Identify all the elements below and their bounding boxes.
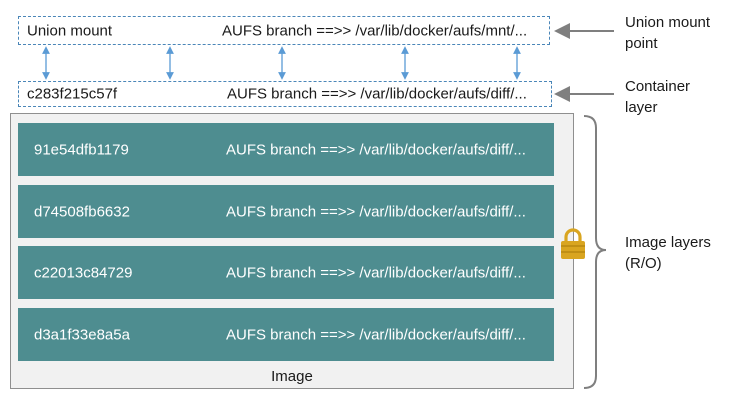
image-layer-branch: AUFS branch ==>> /var/lib/docker/aufs/di… (226, 141, 526, 158)
image-layer: 91e54dfb1179 AUFS branch ==>> /var/lib/d… (18, 123, 554, 176)
label-line: Union mount (625, 14, 711, 31)
union-mount-branch: AUFS branch ==>> /var/lib/docker/aufs/mn… (222, 22, 528, 39)
label-line: layer (625, 99, 658, 116)
image-layer: d3a1f33e8a5a AUFS branch ==>> /var/lib/d… (18, 308, 554, 361)
lock-icon (561, 228, 585, 259)
image-layer-id: c22013c84729 (34, 264, 133, 281)
image-layer-id: d3a1f33e8a5a (34, 326, 130, 343)
union-mount-box: Union mount AUFS branch ==>> /var/lib/do… (18, 16, 550, 45)
container-layer-box: c283f215c57f AUFS branch ==>> /var/lib/d… (18, 81, 552, 107)
label-line: Container (625, 78, 691, 95)
image-layer: c22013c84729 AUFS branch ==>> /var/lib/d… (18, 246, 554, 299)
union-mount-name: Union mount (27, 22, 113, 39)
label-image-layers: Image layers (R/O) (625, 232, 711, 274)
label-union-mount-point: Union mount point (625, 12, 710, 54)
label-line: Image layers (625, 234, 711, 251)
container-layer-branch: AUFS branch ==>> /var/lib/docker/aufs/di… (227, 85, 527, 103)
label-container-layer: Container layer (625, 76, 690, 118)
label-line: (R/O) (625, 255, 662, 272)
image-group: 91e54dfb1179 AUFS branch ==>> /var/lib/d… (10, 113, 574, 389)
image-layer-branch: AUFS branch ==>> /var/lib/docker/aufs/di… (226, 264, 526, 281)
image-layer-id: d74508fb6632 (34, 203, 130, 220)
image-layer: d74508fb6632 AUFS branch ==>> /var/lib/d… (18, 185, 554, 238)
container-layer-id: c283f215c57f (27, 85, 118, 103)
brace-icon (583, 115, 607, 389)
image-label: Image (271, 368, 313, 385)
image-layer-branch: AUFS branch ==>> /var/lib/docker/aufs/di… (226, 326, 526, 343)
image-layer-branch: AUFS branch ==>> /var/lib/docker/aufs/di… (226, 203, 526, 220)
label-line: point (625, 35, 658, 52)
image-layer-id: 91e54dfb1179 (34, 141, 129, 158)
